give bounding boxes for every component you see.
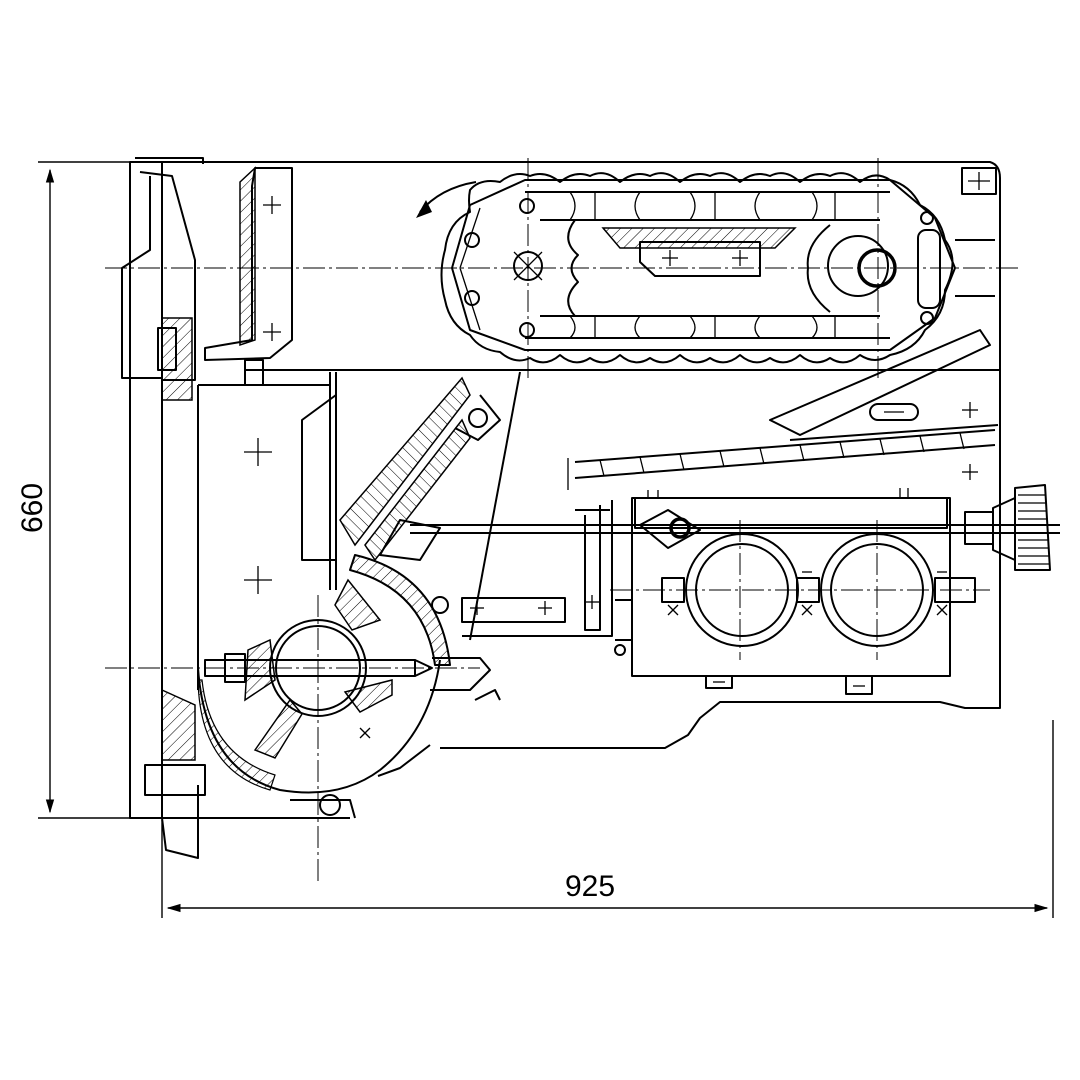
plus-mark	[244, 438, 272, 594]
left-frame	[121, 157, 1001, 859]
plus-mark	[962, 402, 978, 480]
middle-frame	[198, 329, 1000, 641]
corner-block	[961, 167, 997, 195]
plus-mark	[662, 250, 748, 266]
plus-mark	[263, 196, 281, 214]
transfer-chute	[461, 500, 633, 656]
height-dimension: 660	[16, 161, 135, 819]
plus-mark	[263, 323, 281, 341]
hopper-plate	[204, 166, 293, 361]
width-dimension: 925	[161, 720, 1054, 918]
drum-assembly	[197, 554, 501, 819]
center-lines	[105, 158, 1020, 885]
chain-conveyor	[416, 172, 995, 364]
gearbox	[410, 484, 1060, 695]
plus-mark	[585, 595, 599, 609]
plus-mark	[470, 601, 552, 615]
width-dimension-label: 925	[565, 870, 615, 903]
height-dimension-label: 660	[16, 483, 49, 533]
